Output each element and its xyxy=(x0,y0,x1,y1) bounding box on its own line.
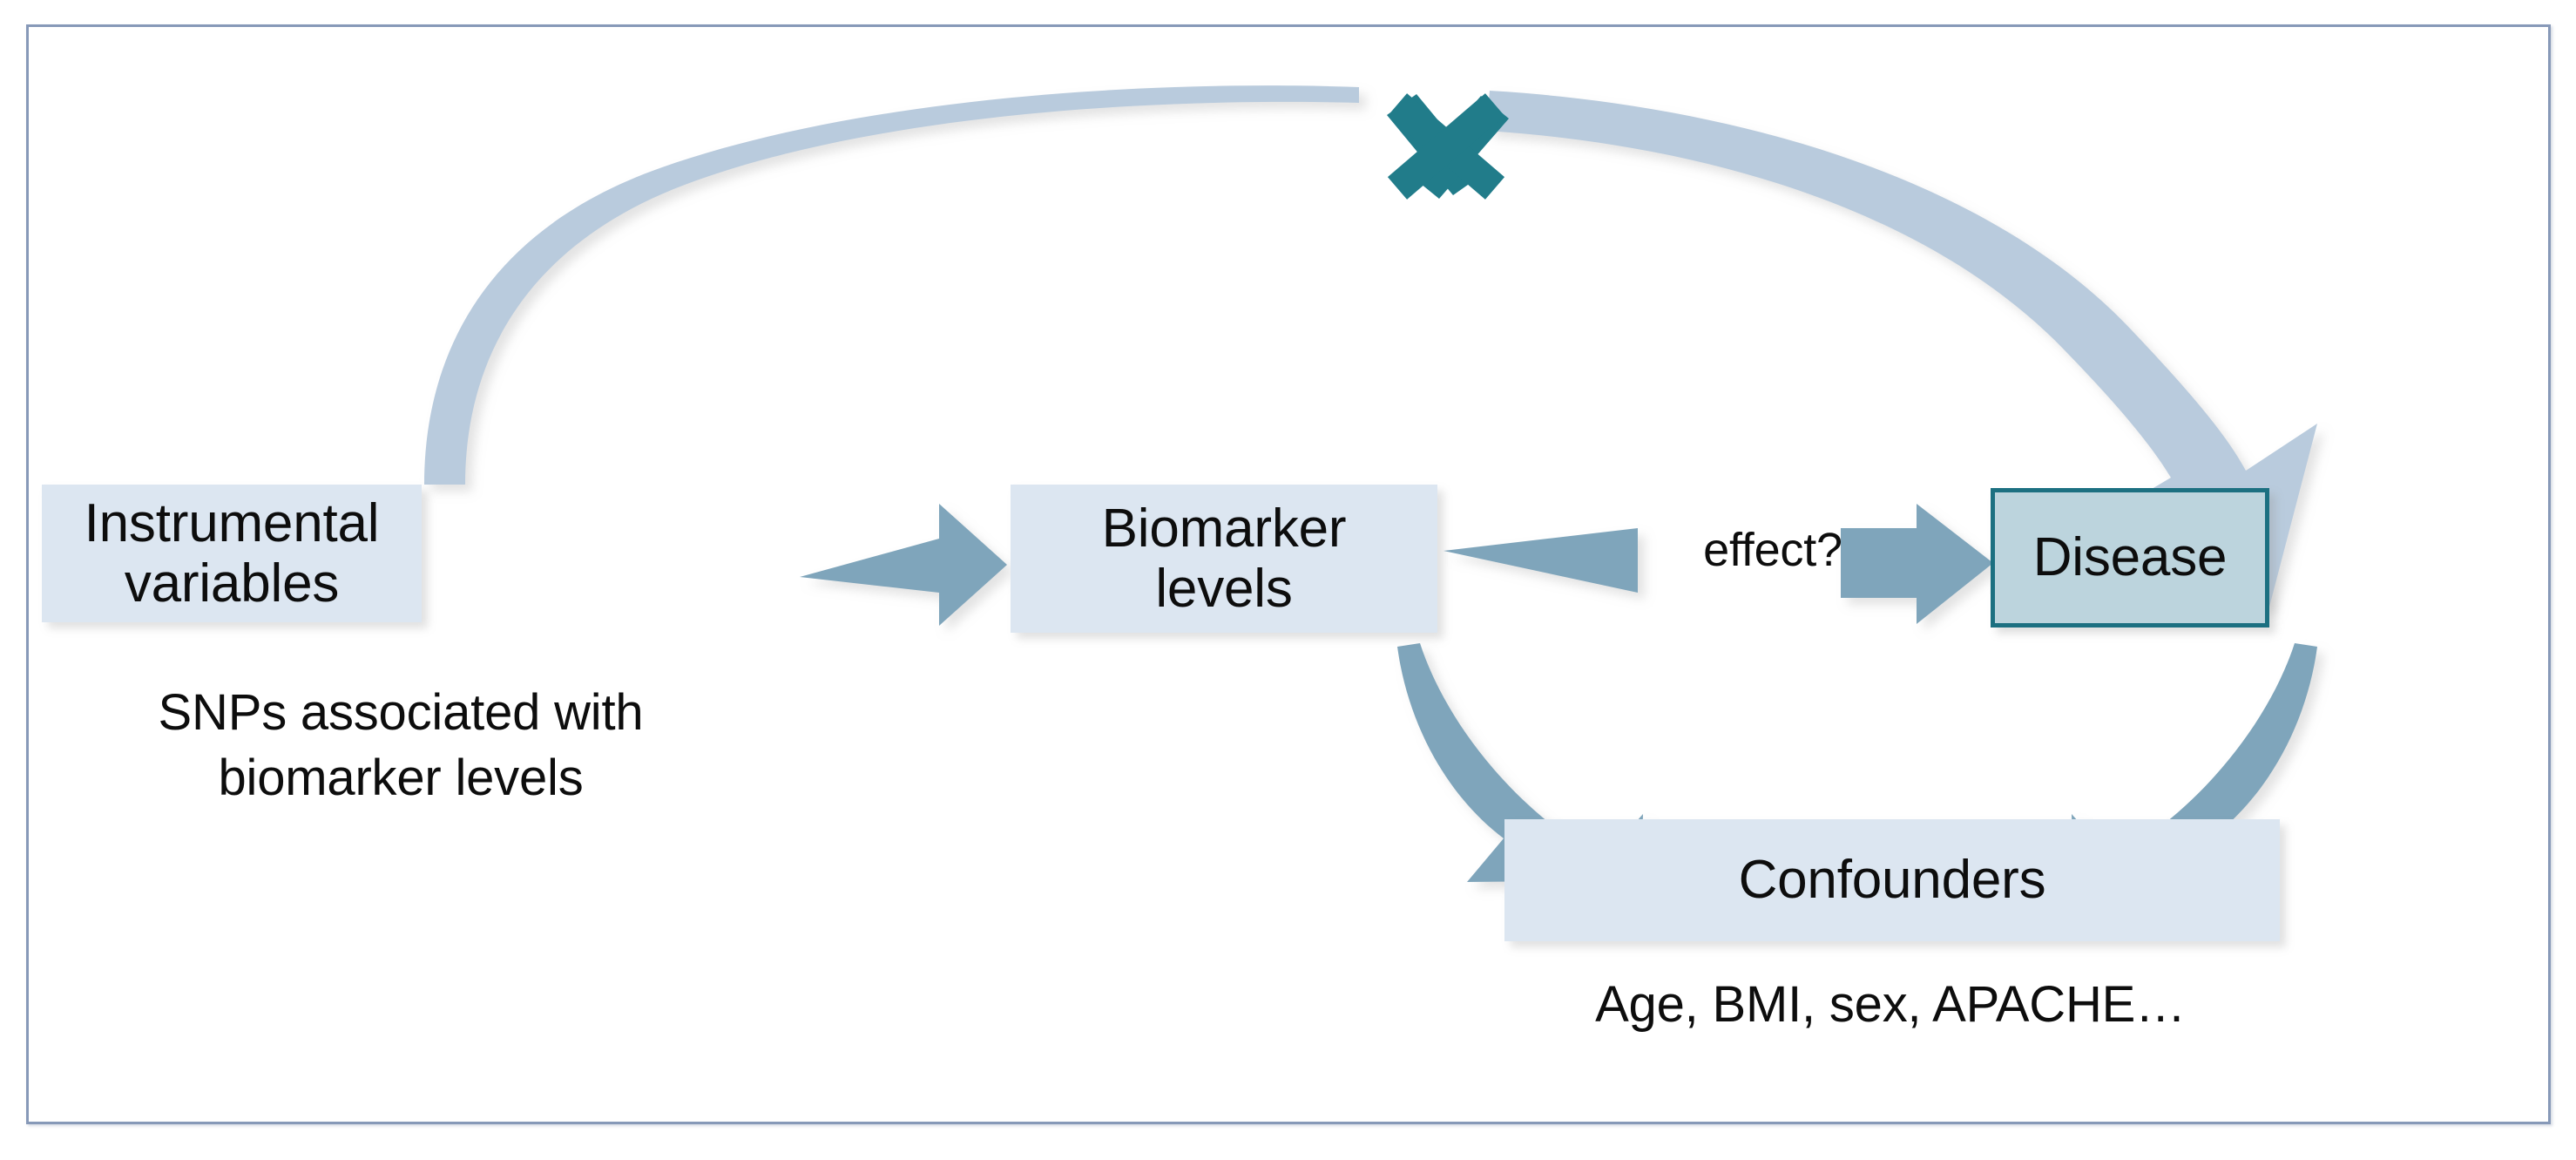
node-biomarker-levels[interactable]: Biomarker levels xyxy=(1011,485,1437,633)
node-instrumental-variables[interactable]: Instrumental variables xyxy=(42,485,422,622)
figure-frame xyxy=(26,24,2551,1124)
edge-label-effect: effect? xyxy=(1703,524,1842,576)
node-biomarker-levels-label: Biomarker levels xyxy=(1101,498,1347,619)
node-confounders[interactable]: Confounders xyxy=(1504,819,2280,941)
node-instrumental-variables-label: Instrumental variables xyxy=(84,492,380,614)
caption-confounders: Age, BMI, sex, APACHE… xyxy=(1595,976,2186,1033)
node-disease[interactable]: Disease xyxy=(1991,488,2269,627)
caption-instrumental-variables: SNPs associated with biomarker levels xyxy=(158,684,644,807)
node-disease-label: Disease xyxy=(2032,527,2228,588)
node-confounders-label: Confounders xyxy=(1738,850,2046,911)
